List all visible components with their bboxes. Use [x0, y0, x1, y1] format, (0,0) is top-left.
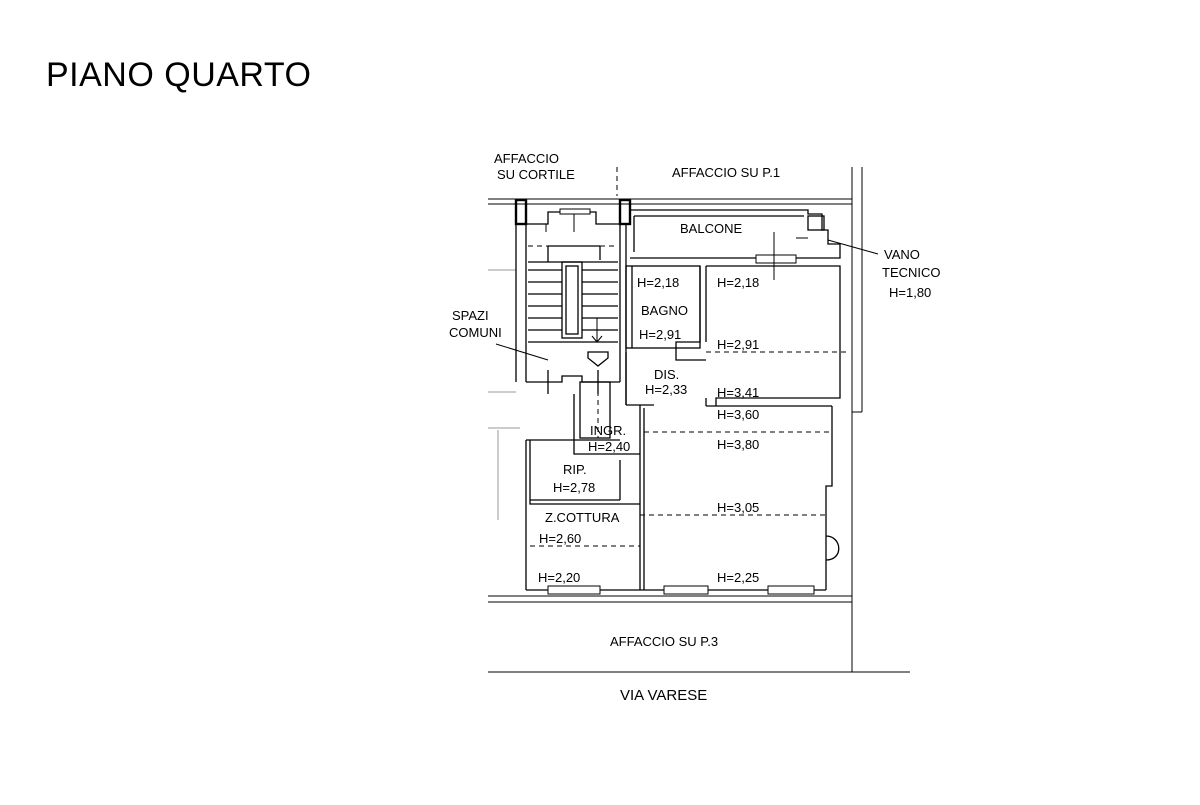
label-spazi-2: COMUNI [449, 325, 502, 340]
label-affaccio-cortile-2: SU CORTILE [497, 167, 575, 182]
height-room-291: H=2,91 [717, 337, 759, 352]
label-dis: DIS. [654, 367, 679, 382]
height-labels: H=2,18 H=2,18 H=2,91 H=2,91 H=2,33 H=3,4… [538, 275, 759, 585]
height-room-top: H=2,18 [717, 275, 759, 290]
label-vano-1: VANO [884, 247, 920, 262]
label-leaders [495, 232, 879, 361]
stairwell [514, 198, 632, 405]
height-room-225: H=2,25 [717, 570, 759, 585]
arrow-down-icon [587, 351, 609, 367]
height-bagno-top: H=2,18 [637, 275, 679, 290]
height-dis: H=2,33 [645, 382, 687, 397]
label-affaccio-p3: AFFACCIO SU P.3 [610, 634, 718, 649]
label-affaccio-cortile-1: AFFACCIO [494, 151, 559, 166]
room-labels: AFFACCIO SU CORTILE AFFACCIO SU P.1 BALC… [449, 151, 941, 704]
apartment-walls [525, 209, 850, 595]
label-spazi-1: SPAZI [452, 308, 489, 323]
height-room-380: H=3,80 [717, 437, 759, 452]
height-zc-260: H=2,60 [539, 531, 581, 546]
label-street: VIA VARESE [620, 687, 707, 704]
label-rip: RIP. [563, 462, 587, 477]
label-bagno: BAGNO [641, 303, 688, 318]
height-bagno-low: H=2,91 [639, 327, 681, 342]
height-room-341: H=3,41 [717, 385, 759, 400]
label-affaccio-p1: AFFACCIO SU P.1 [672, 165, 780, 180]
label-zcottura: Z.COTTURA [545, 510, 620, 525]
height-room-305: H=3,05 [717, 500, 759, 515]
height-ingr: H=2,40 [588, 439, 630, 454]
height-room-360: H=3,60 [717, 407, 759, 422]
height-zc-220: H=2,20 [538, 570, 580, 585]
label-vano-2: TECNICO [882, 265, 941, 280]
label-vano-h: H=1,80 [889, 285, 931, 300]
label-balcone: BALCONE [680, 221, 742, 236]
plan-title: PIANO QUARTO [46, 56, 312, 94]
label-ingr: INGR. [590, 423, 626, 438]
height-rip: H=2,78 [553, 480, 595, 495]
context-lines [488, 167, 910, 673]
